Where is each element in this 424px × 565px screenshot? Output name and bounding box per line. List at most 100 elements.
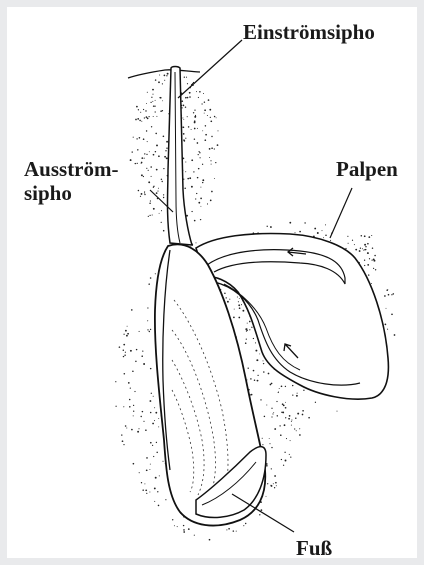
sediment-dot bbox=[261, 509, 263, 511]
sediment-dot bbox=[146, 469, 148, 471]
sediment-dot bbox=[259, 514, 260, 515]
sediment-dot bbox=[285, 417, 286, 418]
sediment-dot bbox=[142, 350, 143, 351]
sediment-dot bbox=[199, 151, 200, 152]
sediment-dot bbox=[154, 487, 156, 489]
sediment-dot bbox=[294, 428, 295, 429]
sediment-dot bbox=[129, 406, 131, 408]
sediment-dot bbox=[144, 194, 145, 195]
sediment-dot bbox=[302, 410, 304, 412]
sediment-dot bbox=[146, 130, 147, 131]
sediment-dot bbox=[368, 274, 369, 275]
sediment-dot bbox=[132, 371, 134, 373]
sediment-dot bbox=[125, 330, 127, 332]
sediment-dot bbox=[151, 97, 152, 98]
sediment-dot bbox=[248, 368, 249, 369]
sediment-dot bbox=[146, 493, 147, 494]
sediment-dot bbox=[135, 361, 136, 362]
sediment-dot bbox=[361, 235, 363, 237]
sediment-dot bbox=[273, 483, 274, 484]
sediment-dot bbox=[123, 406, 124, 407]
sediment-dot bbox=[364, 244, 366, 246]
sediment-dot bbox=[275, 482, 277, 484]
sediment-dot bbox=[142, 489, 144, 491]
sediment-dot bbox=[196, 193, 197, 194]
sediment-dot bbox=[314, 228, 316, 230]
sediment-dot bbox=[156, 442, 157, 443]
sediment-dot bbox=[152, 423, 154, 425]
sediment-dot bbox=[269, 438, 270, 439]
sediment-dot bbox=[289, 415, 291, 417]
sediment-dot bbox=[149, 469, 150, 470]
sediment-dot bbox=[204, 109, 206, 111]
sediment-dot bbox=[299, 434, 301, 436]
sediment-dot bbox=[268, 373, 270, 375]
sediment-dot bbox=[217, 130, 218, 131]
sediment-dot bbox=[143, 363, 145, 365]
sediment-dot bbox=[126, 335, 128, 337]
sediment-dot bbox=[271, 447, 272, 448]
sediment-dot bbox=[200, 198, 202, 200]
sediment-dot bbox=[166, 75, 167, 76]
sediment-dot bbox=[260, 399, 261, 400]
sediment-dot bbox=[163, 136, 165, 138]
sediment-dot bbox=[194, 116, 196, 118]
sediment-dot bbox=[200, 187, 201, 188]
sediment-dot bbox=[322, 230, 323, 231]
sediment-dot bbox=[330, 240, 331, 241]
sediment-dot bbox=[162, 100, 163, 101]
sediment-dot bbox=[191, 211, 192, 212]
sediment-dot bbox=[139, 472, 140, 473]
sediment-dot bbox=[281, 385, 283, 387]
sediment-dot bbox=[149, 400, 151, 402]
sediment-dot bbox=[347, 236, 348, 237]
sediment-dot bbox=[209, 157, 210, 158]
sediment-dot bbox=[257, 380, 259, 382]
sediment-dot bbox=[153, 208, 155, 210]
sediment-dot bbox=[299, 231, 301, 233]
sediment-dot bbox=[143, 176, 144, 177]
sediment-dot bbox=[202, 179, 204, 181]
sediment-dot bbox=[241, 304, 242, 305]
sediment-dot bbox=[166, 141, 168, 143]
sediment-dot bbox=[251, 327, 252, 328]
sediment-dot bbox=[183, 133, 185, 135]
sediment-dot bbox=[143, 421, 144, 422]
sediment-dot bbox=[183, 525, 184, 526]
sediment-dot bbox=[185, 106, 186, 107]
sediment-dot bbox=[150, 442, 152, 444]
sediment-dot bbox=[197, 128, 198, 129]
sediment-dot bbox=[363, 250, 364, 251]
sediment-dot bbox=[208, 99, 210, 101]
sediment-dot bbox=[263, 363, 264, 364]
sediment-dot bbox=[183, 179, 184, 180]
sediment-dot bbox=[226, 529, 227, 530]
sediment-dot bbox=[119, 346, 121, 348]
sediment-dot bbox=[270, 226, 272, 228]
sediment-dot bbox=[165, 499, 166, 500]
sediment-dot bbox=[122, 440, 124, 442]
sediment-dot bbox=[147, 320, 148, 321]
sediment-dot bbox=[279, 425, 280, 426]
sediment-dot bbox=[191, 159, 193, 161]
sediment-dot bbox=[159, 74, 160, 75]
sediment-dot bbox=[195, 198, 196, 199]
sediment-dot bbox=[207, 115, 208, 116]
sediment-dot bbox=[135, 163, 136, 164]
sediment-dot bbox=[246, 339, 247, 340]
sediment-dot bbox=[160, 110, 162, 112]
sediment-dot bbox=[283, 404, 285, 406]
sediment-dot bbox=[174, 525, 175, 526]
sediment-dot bbox=[264, 416, 266, 418]
sediment-dot bbox=[386, 308, 387, 309]
sediment-dot bbox=[209, 539, 211, 541]
sediment-dot bbox=[367, 252, 369, 254]
sediment-dot bbox=[146, 168, 147, 169]
sediment-dot bbox=[285, 386, 286, 387]
sediment-dot bbox=[266, 496, 267, 497]
sediment-dot bbox=[144, 483, 145, 484]
label-fuss: Fuß bbox=[296, 536, 332, 560]
sediment-dot bbox=[183, 531, 185, 533]
sediment-dot bbox=[147, 329, 148, 330]
sediment-dot bbox=[164, 75, 166, 77]
